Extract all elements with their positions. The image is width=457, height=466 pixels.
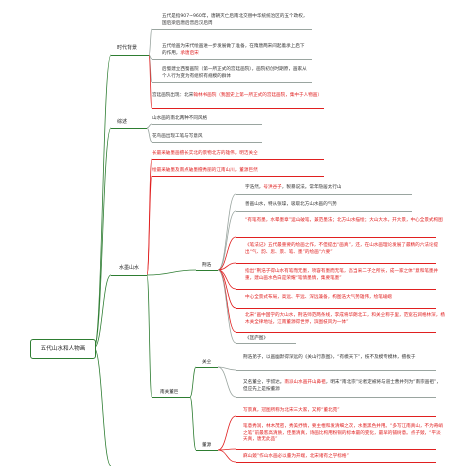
branch-overview-underline bbox=[111, 128, 147, 129]
dong-yuan-item-1-underline bbox=[236, 416, 436, 417]
shuimo-node-1-underline bbox=[152, 159, 324, 160]
link-jh-0 bbox=[217, 193, 237, 271]
jing-hao-item-3[interactable]: “有笔有墨，水晕墨章”运山破笔，兼范墨法；北方山水描绘；大山大水，开大景，中心全… bbox=[245, 218, 443, 223]
branch-shuimo-underline bbox=[111, 275, 147, 276]
nan-guan-dong-ju-underline bbox=[152, 397, 190, 398]
jing-hao-item-4-underline bbox=[236, 263, 436, 264]
jing-hao-item-6-underline bbox=[236, 308, 436, 309]
overview-node-2-underline bbox=[152, 142, 262, 143]
jing-hao-item-1[interactable]: 字浩然，号洪谷子，製暴说法。常年隐居太行山 bbox=[245, 185, 342, 190]
jing-hao-item-7[interactable]: 北宋“画中国学的大山水，荆浩师范两条线，李成将华朗北工，和关仝称于里，范宽石涧格… bbox=[245, 313, 445, 325]
dong-yuan-item-2-underline bbox=[236, 449, 436, 450]
dong-yuan-underline bbox=[196, 450, 218, 451]
jing-hao-item-1-underline bbox=[236, 194, 412, 195]
link-ov-2 bbox=[146, 127, 153, 143]
branch-overview[interactable]: 综述 bbox=[117, 119, 128, 125]
link-dy-2 bbox=[217, 449, 237, 463]
link-root-overview bbox=[93, 127, 112, 349]
dong-yuan-label[interactable]: 董源 bbox=[202, 443, 212, 448]
dong-yuan-intro-underline bbox=[236, 397, 436, 398]
guan-tong-label[interactable]: 关仝 bbox=[202, 360, 212, 365]
link-sm-jinghao bbox=[146, 269, 197, 276]
jing-hao-label[interactable]: 荆浩 bbox=[202, 263, 212, 268]
link-sm-2 bbox=[146, 175, 153, 276]
dong-yuan-item-3-underline bbox=[236, 462, 436, 463]
jing-hao-item-4[interactable]: 《笔法记》五代最重要的绘画之作，不但提出“画真”，还，在山水画理论发展了最精的六… bbox=[245, 243, 439, 255]
link-jh-7 bbox=[217, 269, 237, 344]
jing-hao-item-7-underline bbox=[236, 332, 436, 333]
link-gt-1 bbox=[217, 366, 237, 371]
palace-node[interactable]: 宫廷画院出现：北宋翰林书画院（我国史上第一所正式的宫廷画院，集中于人物画） bbox=[152, 93, 322, 98]
branch-era-underline bbox=[111, 55, 149, 56]
era-node-1-underline bbox=[152, 29, 312, 30]
jing-hao-item-2-underline bbox=[236, 211, 412, 212]
dong-yuan-item-2[interactable]: 笔意秀润，林木茂密，秀美抒情，要主棍和发清细之次，水墨黑色并用。“多写江南真山，… bbox=[243, 424, 443, 443]
guan-tong-underline bbox=[196, 367, 218, 368]
shuimo-node-2[interactable]: 绘最采破墨及南点破墨擅秀丽的江南山川，董源巨然 bbox=[152, 168, 258, 173]
branch-era-background[interactable]: 时代背景 bbox=[117, 45, 138, 51]
dong-yuan-item-3[interactable]: 麻山皴”作山水画必以董为开端，北宋诸有之学标格” bbox=[243, 454, 349, 459]
jing-hao-item-8[interactable]: 《匡庐图》 bbox=[245, 336, 268, 341]
link-sm-nanguan bbox=[146, 274, 153, 398]
jing-hao-item-6[interactable]: 中心全景式布局，高远、平远、深远兼备，构图浩大气势雄伟，绘笔崚嶒 bbox=[245, 295, 393, 300]
link-jh-1 bbox=[217, 210, 237, 271]
link-ng-dongyuan bbox=[189, 396, 197, 451]
jing-hao-item-3-underline bbox=[236, 237, 436, 238]
era-node-1[interactable]: 五代是指907~960年，唐朝灭亡后南北交替中华统统治区的五个政权，国后梁后唐后… bbox=[162, 14, 308, 26]
jing-hao-item-5-underline bbox=[236, 289, 436, 290]
link-gt-2 bbox=[217, 366, 237, 398]
era-node-3-underline bbox=[152, 82, 312, 83]
era-node-3[interactable]: 后蜀建立西蜀画院（第一所正式的宫廷画院），画院初创时期原，画家从个人行为变为有组… bbox=[162, 67, 307, 79]
jing-hao-item-5[interactable]: 指出“荆浩子得山水有笔而无墨，项容有墨而无笔，吾当采二子之所长，成一家之体”意和… bbox=[245, 269, 439, 281]
jing-hao-item-8-underline bbox=[236, 343, 296, 344]
root-node[interactable]: 五代山水和人物画 bbox=[30, 339, 96, 359]
jing-hao-item-2[interactable]: 善画山水，特从张璪，吸取北方山水画的气势 bbox=[245, 202, 337, 207]
guan-tong-item-1-underline bbox=[236, 370, 436, 371]
link-jh-3 bbox=[217, 262, 237, 271]
overview-node-1[interactable]: 山水画的南北两种不同风格 bbox=[152, 116, 208, 121]
link-root-shuimo bbox=[93, 274, 112, 349]
link-jh-2 bbox=[217, 236, 237, 271]
dong-yuan-intro[interactable]: 又名董仝，字叔达。南派山水画开山鼻祖，明末“南北宗”论者定被将与道士曹并列为“南… bbox=[243, 380, 441, 392]
dong-yuan-item-1[interactable]: 写景真，冠图所称为北宋三大家，又称“董北苑” bbox=[243, 408, 340, 413]
link-era-1 bbox=[148, 28, 153, 56]
palace-node-underline bbox=[152, 108, 324, 109]
guan-tong-item-1[interactable]: 荆浩弟子，以画幽默得深远的《关山行旅图》，“有模天下”，枝不及模专模林，擅板于 bbox=[243, 355, 416, 360]
nan-guan-dong-ju-label[interactable]: 南关董巨 bbox=[160, 390, 179, 395]
link-ng-guantong bbox=[189, 366, 197, 398]
jing-hao-underline bbox=[196, 270, 218, 271]
branch-shuimo[interactable]: 水墨山水 bbox=[119, 265, 140, 271]
link-root-era bbox=[93, 54, 112, 349]
shuimo-node-2-underline bbox=[152, 176, 324, 177]
era-node-2-underline bbox=[152, 59, 312, 60]
overview-node-2[interactable]: 花鸟画出现工笔与写意风 bbox=[152, 134, 203, 139]
link-dy-0 bbox=[217, 415, 237, 451]
era-node-2[interactable]: 五代绘画为宋代绘画进一步发展做了准备，在隋唐两宋间起着承上启下的作用，承唐启宋 bbox=[162, 44, 305, 56]
link-era-palace bbox=[148, 54, 153, 109]
overview-node-1-underline bbox=[152, 124, 262, 125]
shuimo-node-1[interactable]: 长最采破墨画擅长实北的景物北方的雄伟，明洁关仝 bbox=[152, 151, 258, 156]
link-root-figure bbox=[93, 347, 112, 466]
